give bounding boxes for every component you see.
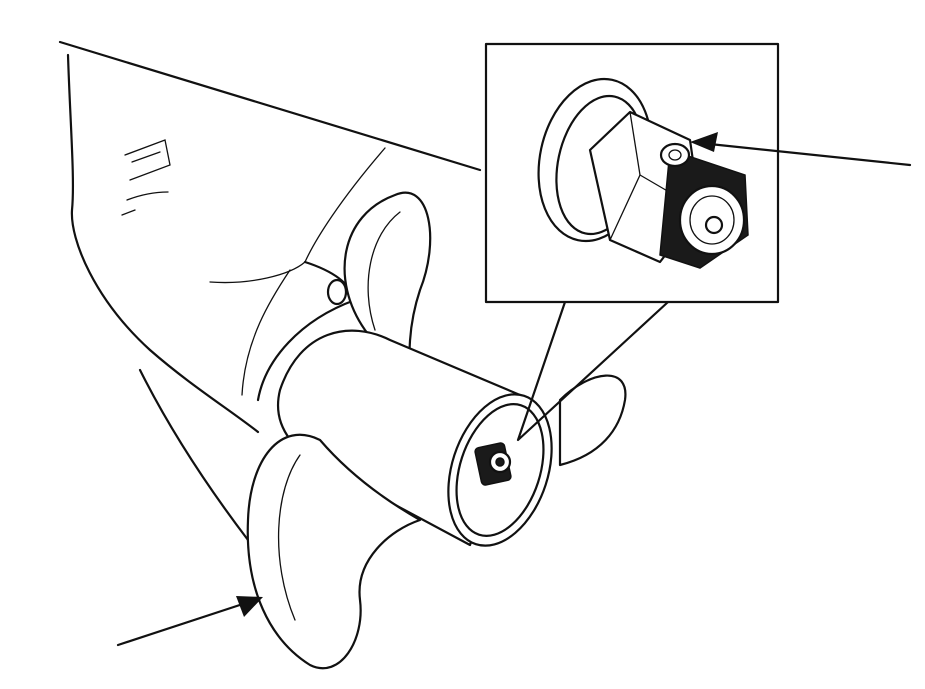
anode-bolt [326, 278, 348, 306]
callout-arrow-cotter-pin [690, 132, 912, 167]
hub-nut-small [474, 442, 512, 486]
trim-tab-marking [121, 139, 171, 216]
detail-inset [484, 42, 780, 304]
propeller-blade-right [558, 374, 627, 467]
inset-leader-lines [516, 300, 670, 442]
callout-arrow-propeller [116, 596, 263, 647]
lower-unit-housing [58, 40, 482, 542]
